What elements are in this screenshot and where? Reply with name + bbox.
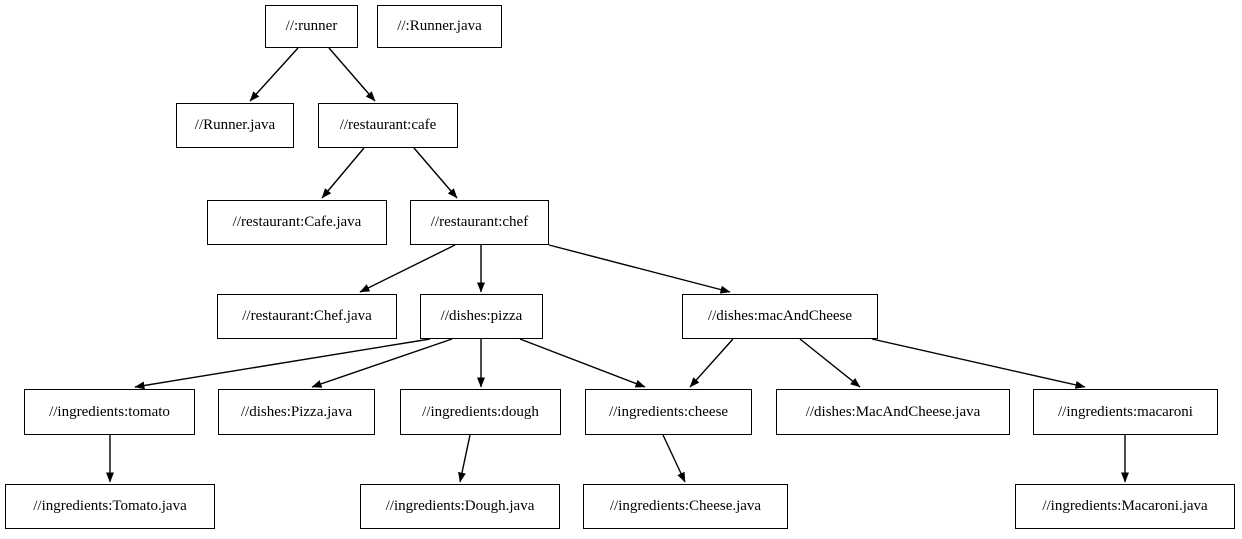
graph-node-label: //ingredients:tomato	[49, 403, 170, 420]
graph-node-ing_tomato[interactable]: //ingredients:tomato	[24, 389, 195, 435]
graph-node-label: //restaurant:chef	[430, 214, 529, 230]
graph-node-ing_cheese[interactable]: //ingredients:cheese	[585, 389, 752, 435]
graph-node-cafe_java[interactable]: //restaurant:Cafe.java	[207, 200, 387, 245]
graph-node-label: //ingredients:dough	[422, 403, 539, 420]
graph-node-tomato_java[interactable]: //ingredients:Tomato.java	[5, 484, 215, 529]
graph-node-label: //ingredients:macaroni	[1058, 403, 1193, 420]
graph-node-runner_java[interactable]: //Runner.java	[176, 103, 294, 148]
graph-node-mac_java[interactable]: //dishes:MacAndCheese.java	[776, 389, 1010, 435]
graph-node-label: //ingredients:Macaroni.java	[1042, 498, 1208, 514]
graph-node-label: //restaurant:cafe	[339, 117, 437, 133]
graph-node-restaurant_chef[interactable]: //restaurant:chef	[410, 200, 549, 245]
graph-node-label: //:runner	[285, 18, 338, 34]
graph-node-label: //dishes:MacAndCheese.java	[805, 403, 981, 420]
graph-node-cheese_java[interactable]: //ingredients:Cheese.java	[583, 484, 788, 529]
graph-node-label: //ingredients:Cheese.java	[609, 498, 762, 514]
graph-node-runner[interactable]: //:runner	[265, 5, 358, 48]
graph-node-label: //dishes:macAndCheese	[707, 308, 853, 324]
graph-node-label: //dishes:Pizza.java	[240, 403, 353, 420]
graph-node-dishes_pizza[interactable]: //dishes:pizza	[420, 294, 543, 339]
graph-node-restaurant_cafe[interactable]: //restaurant:cafe	[318, 103, 458, 148]
graph-node-label: //restaurant:Chef.java	[242, 308, 372, 324]
graph-node-label: //Runner.java	[194, 117, 276, 133]
graph-node-dough_java[interactable]: //ingredients:Dough.java	[360, 484, 560, 529]
graph-node-label: //restaurant:Cafe.java	[232, 214, 362, 230]
graph-node-ing_dough[interactable]: //ingredients:dough	[400, 389, 561, 435]
graph-node-runner_java_root[interactable]: //:Runner.java	[377, 5, 502, 48]
graph-node-label: //ingredients:Dough.java	[385, 498, 535, 514]
graph-node-label: //dishes:pizza	[440, 308, 523, 324]
graph-node-label: //ingredients:cheese	[608, 403, 729, 420]
graph-node-ing_macaroni[interactable]: //ingredients:macaroni	[1033, 389, 1218, 435]
graph-node-label: //:Runner.java	[397, 18, 482, 34]
graph-node-label: //ingredients:Tomato.java	[33, 498, 187, 514]
graph-node-dishes_mac[interactable]: //dishes:macAndCheese	[682, 294, 878, 339]
graph-node-chef_java[interactable]: //restaurant:Chef.java	[217, 294, 397, 339]
graph-node-pizza_java[interactable]: //dishes:Pizza.java	[218, 389, 375, 435]
graph-node-macaroni_java[interactable]: //ingredients:Macaroni.java	[1015, 484, 1235, 529]
